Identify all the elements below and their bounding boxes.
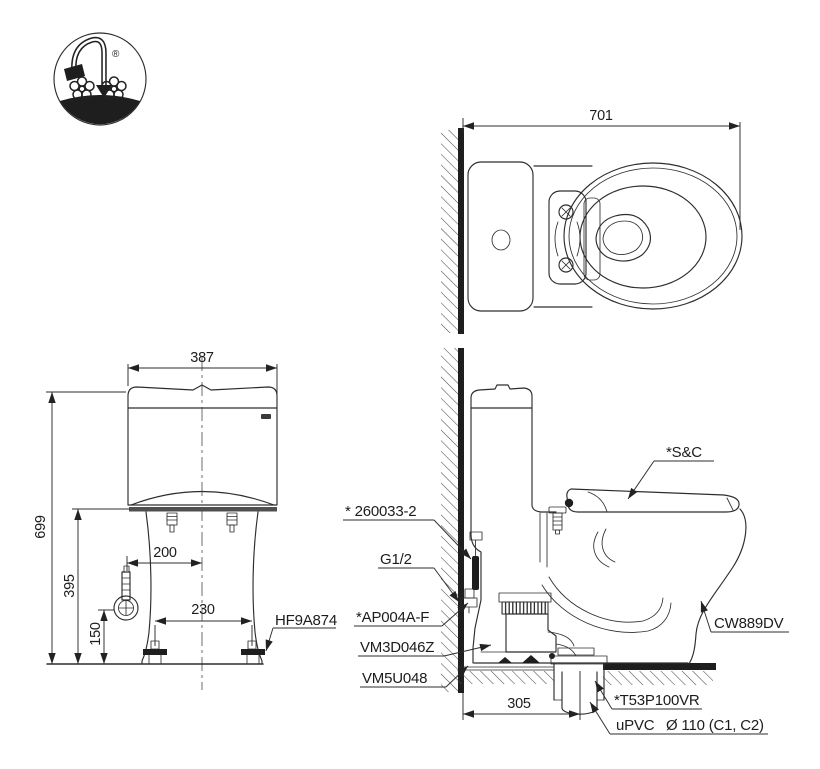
supply-hose-filter xyxy=(460,531,483,614)
dim-150: 150 xyxy=(88,609,114,664)
callout-ap004af: *AP004A-F xyxy=(354,602,469,627)
side-view: 305 *S&C * 260033-2 G1/2 *AP004A-F VM3D0… xyxy=(343,348,789,735)
toilet-plan-outline xyxy=(467,161,743,312)
seat-hinge xyxy=(548,190,601,285)
label-sc-text: *S&C xyxy=(666,444,702,461)
floor-bolt-left xyxy=(143,640,167,665)
label-hf9a874-text: HF9A874 xyxy=(275,612,337,629)
seat-hinge-knob xyxy=(564,498,574,508)
callout-t53p100vr: *T53P100VR xyxy=(594,680,702,710)
flush-internals xyxy=(460,531,595,663)
dim-230: 230 xyxy=(154,602,253,646)
callout-upvc: uPVC Ø 110 (C1, C2) xyxy=(589,701,768,735)
toilet-front-outline xyxy=(46,384,278,665)
flower-icon-left xyxy=(69,76,95,100)
label-g12-text: G1/2 xyxy=(380,551,412,568)
brand-mark xyxy=(261,414,271,419)
dim-395: 395 xyxy=(62,508,130,664)
label-hf9a874: HF9A874 xyxy=(265,612,337,652)
dim-230-text: 230 xyxy=(191,602,215,618)
wall-line xyxy=(458,348,464,693)
callout-vm5u048: VM5U048 xyxy=(360,665,469,688)
dim-387-text: 387 xyxy=(190,350,214,366)
dim-305: 305 xyxy=(462,671,581,720)
floor xyxy=(457,663,716,685)
toilet-side-outline xyxy=(470,384,747,665)
dim-699-text: 699 xyxy=(33,515,49,539)
label-t53p100vr-text: *T53P100VR xyxy=(614,692,700,709)
seat-bolt-left xyxy=(166,512,178,533)
wall-hatch xyxy=(441,130,458,333)
label-cw889dv-text: CW889DV xyxy=(714,615,784,632)
dim-200-text: 200 xyxy=(153,545,177,561)
seat-cover xyxy=(566,488,740,513)
hinge-screw-icon xyxy=(558,204,574,220)
callout-260033: * 260033-2 xyxy=(343,503,472,560)
rim-band xyxy=(129,507,277,512)
callout-g12: G1/2 xyxy=(378,551,460,603)
dim-150-text: 150 xyxy=(88,622,104,646)
drain-socket xyxy=(550,655,608,715)
dim-395-text: 395 xyxy=(62,574,78,598)
callout-vm3d046z: VM3D046Z xyxy=(358,639,492,657)
registered-mark: ® xyxy=(112,49,120,60)
dim-305-text: 305 xyxy=(507,696,531,712)
valve-coil xyxy=(501,601,549,615)
label-vm3d046z-text: VM3D046Z xyxy=(360,639,434,656)
water-saving-logo-icon: ® xyxy=(53,32,147,126)
label-260033-text: * 260033-2 xyxy=(345,503,416,520)
dim-701-text: 701 xyxy=(589,108,613,124)
wall-hatch xyxy=(441,348,458,692)
hinge-screw-icon xyxy=(558,257,574,273)
down-arrow-icon xyxy=(96,85,112,98)
dim-387: 387 xyxy=(127,350,278,395)
shutoff-valve xyxy=(113,565,139,621)
label-ap004af-text: *AP004A-F xyxy=(356,609,429,626)
flower-icon-right xyxy=(101,76,127,100)
wall-line xyxy=(458,128,464,334)
callout-cw889dv: CW889DV xyxy=(700,600,789,633)
dim-699: 699 xyxy=(33,391,126,664)
water-spot xyxy=(595,213,652,262)
callout-sc: *S&C xyxy=(627,444,714,500)
label-upvc-material-text: uPVC xyxy=(616,717,655,734)
bowl-profile xyxy=(688,508,747,665)
seat-bolt-right xyxy=(226,512,238,533)
front-view: 387 699 395 150 200 230 xyxy=(33,350,337,690)
top-view: 701 xyxy=(441,108,743,334)
seat-water-fitting xyxy=(548,506,567,535)
dim-701: 701 xyxy=(462,108,741,230)
label-vm5u048-text: VM5U048 xyxy=(362,670,427,687)
label-upvc-size-text: Ø 110 (C1, C2) xyxy=(666,717,764,734)
flush-button xyxy=(491,229,511,251)
dim-200: 200 xyxy=(126,545,202,571)
